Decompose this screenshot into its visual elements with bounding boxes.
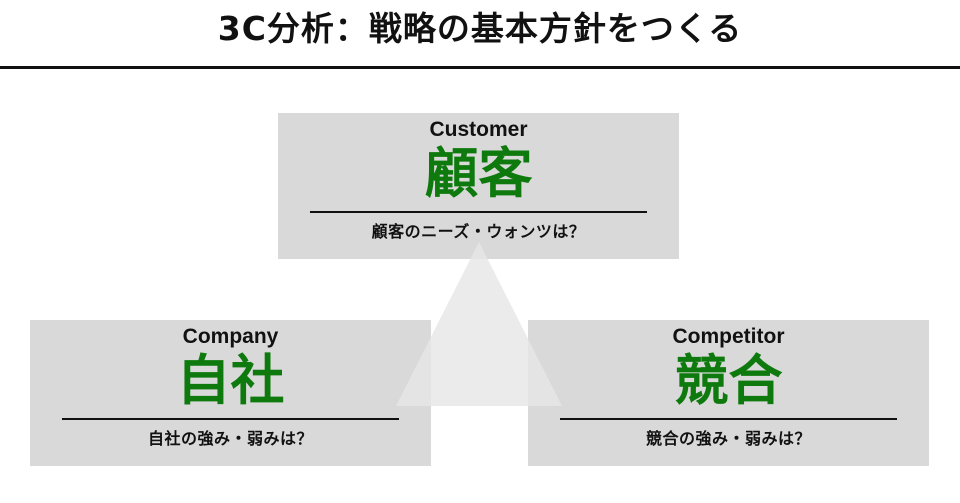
competitor-divider — [560, 418, 897, 420]
company-label-en: Company — [182, 325, 279, 348]
customer-divider — [310, 211, 647, 213]
customer-box: Customer 顧客 顧客のニーズ・ウォンツは？ — [278, 113, 679, 259]
triangle-shape — [396, 242, 562, 406]
customer-label-en: Customer — [429, 118, 528, 141]
company-divider — [62, 418, 399, 420]
customer-label-ja: 顧客 — [424, 142, 533, 205]
page-title: 3C分析：戦略の基本方針をつくる — [217, 9, 743, 48]
competitor-label-ja: 競合 — [674, 349, 783, 412]
company-question: 自社の強み・弱みは？ — [147, 429, 313, 448]
competitor-question: 競合の強み・弱みは？ — [645, 429, 811, 448]
company-label-ja: 自社 — [176, 349, 285, 412]
customer-question: 顧客のニーズ・ウォンツは？ — [371, 222, 586, 241]
competitor-label-en: Competitor — [672, 325, 785, 348]
company-box: Company 自社 自社の強み・弱みは？ — [30, 320, 431, 466]
competitor-box: Competitor 競合 競合の強み・弱みは？ — [528, 320, 929, 466]
title-divider — [0, 66, 960, 69]
